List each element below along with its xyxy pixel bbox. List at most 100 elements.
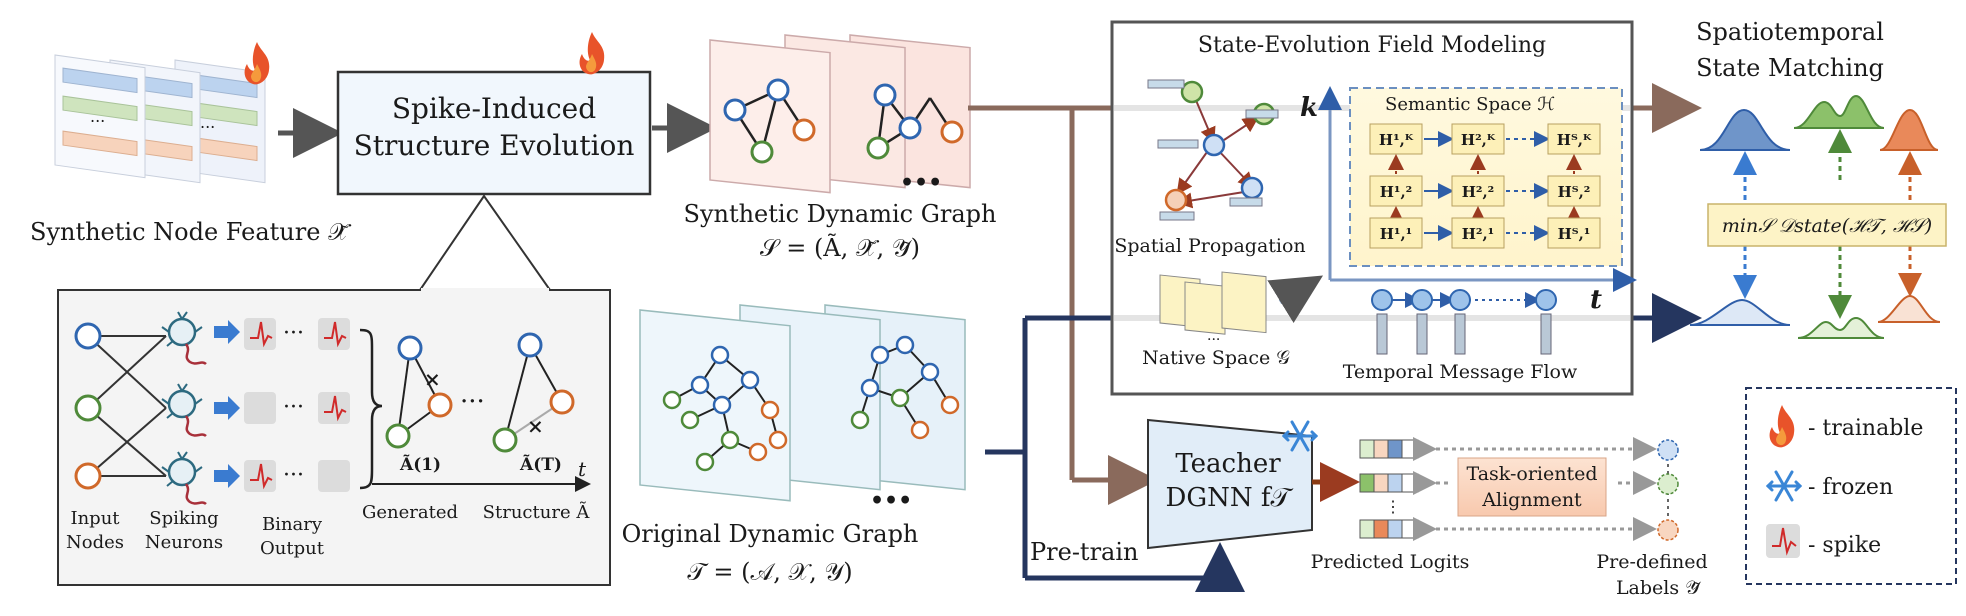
- sef-title: State-Evolution Field Modeling: [1198, 33, 1546, 58]
- teacher-dgnn-box: [1147, 418, 1313, 550]
- original-graph-ellipsis: •••: [870, 488, 912, 514]
- fire-icon: [244, 42, 270, 85]
- synthetic-graph-caption-2: 𝒮 = (Ã, 𝒳̃, 𝒴̃): [760, 233, 920, 262]
- fire-icon: [579, 32, 605, 75]
- matching-arrows: [1733, 129, 1922, 319]
- state-matching-formula-box: [1707, 203, 1947, 247]
- h-cell: [1451, 175, 1505, 207]
- snowflake-icon: [1281, 420, 1319, 452]
- predicted-logits-label: Predicted Logits: [1311, 551, 1470, 573]
- predicted-logits: [1359, 439, 1419, 539]
- structure-label: Structure Ã: [483, 501, 591, 523]
- k-axis-label: k: [1300, 93, 1318, 123]
- legend-frozen: - frozen: [1808, 475, 1893, 500]
- curly-brace: [359, 328, 383, 490]
- time-axis-label: t: [578, 457, 587, 481]
- original-graph-stack: [639, 304, 966, 502]
- input-nodes-label-1: Input: [70, 508, 120, 529]
- binary-ellipsis-1: ···: [283, 321, 304, 346]
- labels-caption-2: Labels 𝒴̃: [1616, 577, 1701, 599]
- teacher-title-1: Teacher: [1175, 449, 1281, 479]
- h-cell-label: H¹,²: [1380, 183, 1413, 201]
- sise-box: [336, 70, 652, 196]
- h-cell-label: Hᵀ,¹: [1558, 225, 1591, 243]
- alignment-arrows: [1413, 437, 1657, 541]
- feature-ellipsis-2: ...: [200, 113, 215, 132]
- h-cell: [1451, 123, 1505, 155]
- original-graph-caption-2: 𝒯 = (𝒜, 𝒳, 𝒴): [687, 558, 852, 586]
- a1-label: Ã(1): [399, 453, 441, 475]
- native-space-sheets: [1159, 271, 1267, 335]
- native-space-ellipsis: ...: [1207, 328, 1220, 344]
- state-matching-formula: min𝒮 𝒟state(ℋ𝒯, ℋ𝒮): [1722, 215, 1932, 237]
- labels-caption-1: Pre-defined: [1596, 551, 1707, 573]
- svg-text:×: ×: [424, 367, 441, 391]
- synthetic-distributions: [1699, 94, 1939, 151]
- pretrain-label: Pre-train: [1030, 538, 1139, 566]
- sise-title-line1: Spike-Induced: [392, 92, 596, 125]
- svg-text:×: ×: [527, 414, 544, 438]
- input-nodes-label-2: Nodes: [66, 532, 124, 553]
- binary-ellipsis-3: ···: [283, 463, 304, 488]
- synthetic-graph-stack: [709, 34, 971, 194]
- generated-label: Generated: [362, 502, 458, 523]
- spike-icon: [1766, 524, 1800, 558]
- h-cell-label: H²,²: [1462, 183, 1495, 201]
- spiking-neurons-label-1: Spiking: [149, 508, 218, 529]
- neuron-output-arrows: [214, 320, 240, 488]
- logits-vertical-ellipsis: ⋮: [1385, 497, 1401, 516]
- legend-spike: - spike: [1808, 533, 1881, 558]
- binary-output-label-2: Output: [260, 538, 325, 559]
- sise-title-line2: Structure Evolution: [354, 129, 635, 162]
- original-graph-caption-1: Original Dynamic Graph: [622, 520, 919, 548]
- semantic-space-title: Semantic Space ℋ: [1385, 94, 1555, 115]
- synthetic-graph-front: [723, 78, 816, 164]
- alignment-title-1: Task-oriented: [1467, 463, 1598, 485]
- native-to-field-arrow: [1267, 275, 1324, 324]
- feature-ellipsis-1: ...: [90, 107, 105, 126]
- h-cell-label: Hᵀ,²: [1558, 183, 1591, 201]
- h-cell-label: H¹,¹: [1380, 225, 1413, 243]
- original-graph-back: [850, 335, 960, 440]
- teacher-title-2: DGNN f𝒯: [1166, 483, 1294, 513]
- matching-title-2: State Matching: [1696, 54, 1884, 82]
- spiking-neurons: [161, 311, 207, 506]
- h-cell-label: H¹,ᴷ: [1379, 131, 1414, 149]
- original-graph-front: [662, 345, 788, 472]
- fire-icon: [1769, 405, 1795, 448]
- binary-output-label-1: Binary: [262, 514, 323, 535]
- feature-caption: Synthetic Node Feature 𝒳̃: [30, 218, 352, 246]
- synthetic-graph-caption-1: Synthetic Dynamic Graph: [684, 200, 997, 228]
- spiking-neurons-label-2: Neurons: [145, 532, 223, 553]
- at-label: Ã(T): [519, 453, 562, 475]
- synthetic-feature-stack: ... ...: [54, 54, 266, 184]
- binary-ellipsis-2: ···: [283, 395, 304, 420]
- h-cell-grid: H¹,ᴷ H²,ᴷ Hᵀ,ᴷH¹,² H²,² Hᵀ,² H¹,¹ H²,¹ Hᵀ,¹: [1369, 123, 1601, 249]
- temporal-flow-label: Temporal Message Flow: [1343, 361, 1578, 383]
- h-cell-label: Hᵀ,ᴷ: [1557, 131, 1592, 149]
- h-cell-label: H²,ᴷ: [1461, 131, 1496, 149]
- h-cell: [1547, 123, 1601, 155]
- h-cell: [1369, 217, 1423, 249]
- alignment-box: [1457, 457, 1607, 517]
- binary-output-cells: [244, 318, 350, 492]
- spatial-propagation-graph: [1147, 79, 1279, 221]
- alignment-title-2: Alignment: [1481, 489, 1582, 511]
- h-cell: [1547, 217, 1601, 249]
- synthetic-graph-ellipsis: •••: [900, 170, 942, 196]
- generated-graph-1: ×: [385, 335, 453, 449]
- matching-title-1: Spatiotemporal: [1696, 18, 1884, 46]
- t-axis-label: t: [1590, 285, 1602, 315]
- input-nodes: [74, 322, 167, 490]
- callout-pointer: [418, 194, 552, 291]
- spatial-propagation-label: Spatial Propagation: [1114, 235, 1305, 257]
- native-space-label: Native Space 𝒢: [1142, 347, 1290, 369]
- predefined-label-nodes: [1657, 439, 1679, 541]
- generated-ellipsis: ···: [460, 387, 485, 417]
- temporal-message-flow: [1371, 289, 1557, 355]
- original-distributions: [1689, 294, 1941, 339]
- h-cell-label: H²,¹: [1462, 225, 1495, 243]
- snowflake-icon: [1765, 470, 1803, 502]
